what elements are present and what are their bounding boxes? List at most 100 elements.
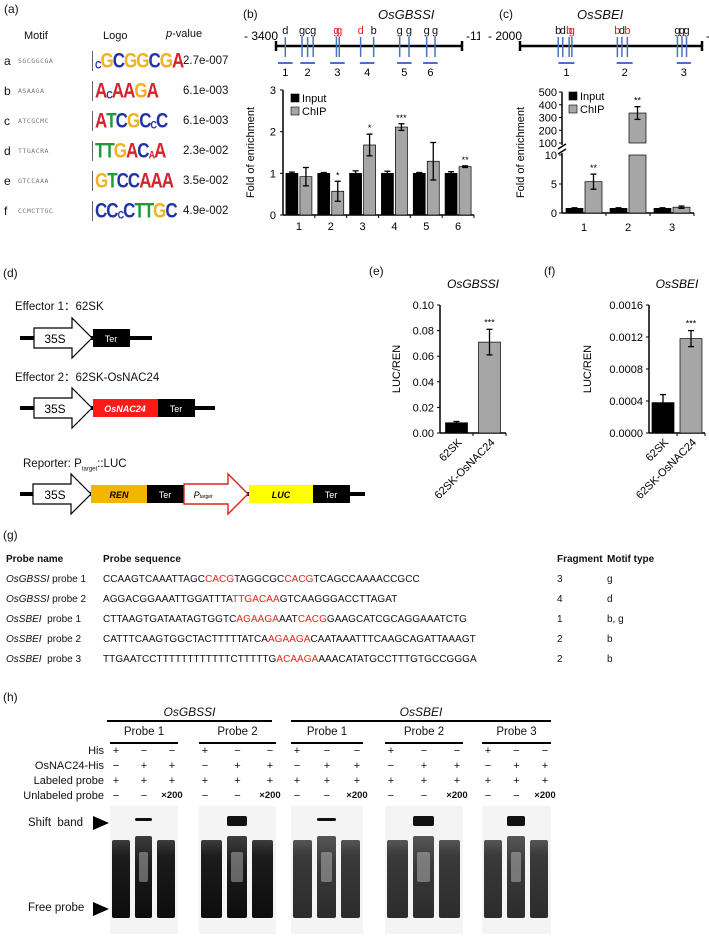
gel-lane bbox=[387, 840, 408, 918]
lane-condition: + bbox=[140, 775, 148, 787]
bar-input bbox=[317, 172, 331, 216]
legend-swatch-chip bbox=[568, 104, 578, 114]
probe-sequence: CATTTCAAGTGGCTACTTTTTATCAAGAAGACAATAAATT… bbox=[103, 634, 476, 645]
ptarget-label: Ptarget bbox=[194, 490, 213, 500]
axis-break-mark bbox=[557, 148, 567, 155]
significance-mark: *** bbox=[484, 317, 495, 327]
motif-site-label: g bbox=[406, 25, 412, 37]
probe-bracket-line bbox=[199, 742, 276, 744]
lane-condition: − bbox=[201, 760, 209, 772]
lane-condition: + bbox=[420, 775, 428, 787]
promoter-end-label: -1 bbox=[706, 29, 709, 43]
lane-condition: + bbox=[168, 775, 176, 787]
sequence-segment: AAACATATGCCTTTGTGCCGGGA bbox=[318, 654, 477, 665]
logo-base: G bbox=[126, 108, 140, 133]
shift-band bbox=[134, 818, 153, 821]
lane-condition: + bbox=[387, 775, 395, 787]
sequence-segment: TTGAATCCTTTTTTTTTTTTCTTTTTG bbox=[103, 654, 277, 665]
ter-box bbox=[93, 329, 130, 347]
probe-sequence: CTTAAGTGATAATAGTGGTCAGAAGAAATCACGGAAGCAT… bbox=[103, 614, 467, 625]
gel-lane bbox=[293, 840, 312, 918]
logo-base: C bbox=[139, 108, 151, 133]
motif-highlight: AGAAGA bbox=[236, 614, 279, 625]
motif-site-label: g bbox=[310, 25, 316, 37]
logo-base: C bbox=[106, 88, 112, 101]
motif-highlight: TTGACAA bbox=[232, 594, 280, 605]
logo-base: A bbox=[161, 168, 174, 193]
panel-g-label: (g) bbox=[3, 528, 18, 542]
fragment-label: 3 bbox=[334, 67, 340, 79]
fragment-label: 1 bbox=[563, 67, 569, 79]
lane-condition: − bbox=[112, 760, 120, 772]
probe-number: probe 3 bbox=[41, 654, 82, 665]
chart-title: OsSBEI bbox=[656, 277, 699, 291]
gel-lane bbox=[157, 840, 175, 918]
probe-motif-type: g bbox=[607, 574, 613, 585]
motif-pvalue: 3.5e-002 bbox=[183, 175, 229, 187]
logo-base: C bbox=[117, 208, 124, 221]
chart-title: OsGBSSI bbox=[447, 277, 500, 291]
lane-condition: + bbox=[140, 760, 148, 772]
y-tick-label: 10 bbox=[545, 150, 557, 162]
bar-input bbox=[444, 172, 458, 216]
lane-condition: − bbox=[323, 745, 331, 757]
motif-site-label: g bbox=[674, 25, 680, 37]
probe-sequence: CCAAGTCAAATTAGCCACGTAGGCGCCACGTCAGCCAAAA… bbox=[103, 574, 420, 585]
motif-letter: a bbox=[4, 54, 11, 68]
axis-break-mark bbox=[557, 143, 567, 150]
logo-base: C bbox=[165, 198, 177, 223]
shift-band bbox=[317, 818, 336, 821]
fragment-label: 6 bbox=[427, 67, 433, 79]
promoter-start-label: - 2000 bbox=[488, 29, 522, 43]
motif-site-label: b bbox=[614, 25, 620, 37]
logo-base: T bbox=[106, 108, 116, 133]
emsa-gene-title: OsSBEI bbox=[399, 705, 443, 719]
probe-fragment: 2 bbox=[557, 634, 563, 645]
lane-condition: ×200 bbox=[346, 790, 368, 801]
probe-number: probe 2 bbox=[41, 634, 82, 645]
x-tick-label: 5 bbox=[423, 221, 429, 233]
shift-band bbox=[507, 816, 525, 826]
motif-site-label: g bbox=[299, 25, 305, 37]
panel-c-gene-title: OsSBEI bbox=[577, 7, 624, 22]
gene-bracket-line bbox=[107, 720, 272, 722]
logo-base: C bbox=[106, 198, 118, 223]
lane-condition: + bbox=[234, 775, 241, 787]
y-tick-label: 0.08 bbox=[413, 326, 434, 338]
fragment-label: 3 bbox=[681, 67, 687, 79]
logo-base: A bbox=[146, 78, 159, 103]
x-tick-label: 3 bbox=[360, 221, 366, 233]
lane-condition: + bbox=[453, 760, 461, 772]
logo-base: A bbox=[95, 78, 107, 103]
logo-base: G bbox=[134, 78, 147, 103]
logo-base: T bbox=[95, 138, 105, 163]
y-tick-label: 0.0008 bbox=[609, 364, 643, 376]
emsa-probe-title: Probe 3 bbox=[496, 726, 537, 738]
motif-highlight: CACG bbox=[205, 574, 235, 585]
panel-e-label: (e) bbox=[369, 264, 384, 278]
lane-condition: + bbox=[353, 775, 361, 787]
gel-lane bbox=[252, 840, 273, 918]
y-tick-label: 1 bbox=[270, 168, 276, 180]
sequence-segment: CTTAAGTGATAATAGTGGTC bbox=[103, 614, 237, 625]
gel-lane bbox=[226, 836, 248, 918]
logo-header: Logo bbox=[103, 30, 128, 42]
probe-name: OsSBEI probe 1 bbox=[6, 614, 81, 625]
ren-box bbox=[91, 485, 147, 503]
x-tick-label: 2 bbox=[328, 221, 334, 233]
ossbei-luc-chart: OsSBEI0.00000.00040.00080.00120.0016LUC/… bbox=[582, 277, 706, 502]
motif-site-label: b bbox=[371, 25, 377, 37]
reporter-construct: 35S REN Ter Ptarget LUC Ter bbox=[20, 472, 365, 516]
gel-lane bbox=[134, 836, 153, 918]
gel-image bbox=[482, 806, 551, 934]
sequence-segment: CAATAAATTTCAAGCAGATTAAAGT bbox=[310, 634, 476, 645]
lane-smear bbox=[511, 852, 521, 882]
sequence-segment: AGGACGGAAATTGGATTTA bbox=[103, 594, 233, 605]
sequence-segment: AAT bbox=[278, 614, 298, 625]
motif-site-label: b bbox=[624, 25, 630, 37]
ren-label: REN bbox=[109, 490, 129, 500]
